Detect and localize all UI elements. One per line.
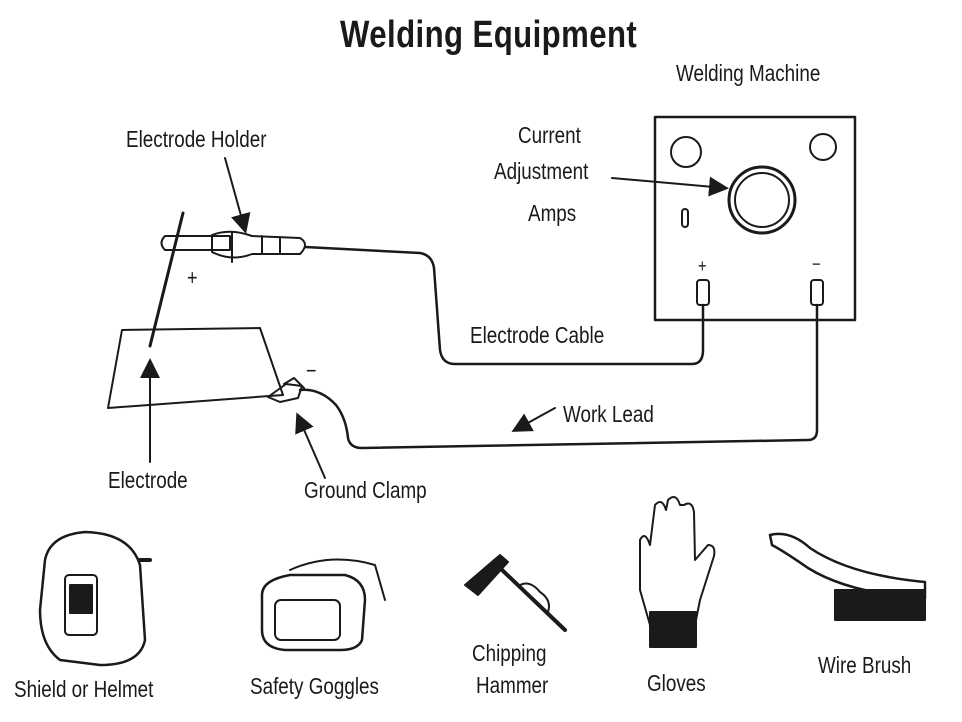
hammer-label: Hammer [476,672,549,698]
welding-machine-label: Welding Machine [676,60,821,86]
plus-sign: + [187,265,198,290]
shield-helmet-icon [38,530,152,667]
gloves-label: Gloves [647,670,706,696]
work-lead-arrow [511,407,556,432]
current-arrow [611,176,729,197]
gloves-icon [639,495,716,648]
negative-terminal [810,279,824,306]
minus-sign: − [306,358,317,383]
switch-icon [681,208,689,228]
welding-machine [653,115,857,322]
positive-terminal [696,279,710,306]
wire-brush-icon [768,532,927,621]
left-dial-icon [670,136,702,168]
chipping-label: Chipping [472,640,547,666]
shield-helmet-label: Shield or Helmet [14,676,154,702]
safety-goggles-icon [260,558,386,652]
safety-goggles-label: Safety Goggles [250,673,379,699]
work-lead [298,303,819,450]
work-piece [107,327,284,409]
electrode-label: Electrode [108,467,188,493]
ground-clamp-arrow [295,412,326,479]
ground-clamp-label: Ground Clamp [304,477,427,503]
ground-clamp [267,377,305,403]
wire-brush-label: Wire Brush [818,652,912,678]
terminal-plus: + [698,256,707,276]
page-title: Welding Equipment [340,14,638,56]
electrode-cable-label: Electrode Cable [470,322,605,348]
right-dial-icon [809,133,837,161]
electrode-rod [148,211,185,348]
chipping-hammer-icon [464,554,567,632]
terminal-minus: − [812,254,821,274]
electrode-cable [303,245,705,366]
current-label: Current [518,122,581,148]
current-adjustment-knob [727,165,797,235]
electrode-holder [160,230,306,263]
adjustment-label: Adjustment [494,158,589,184]
holder-arrow [224,157,251,234]
electrode-holder-label: Electrode Holder [126,126,267,152]
amps-label: Amps [528,200,577,226]
work-lead-label: Work Lead [563,401,654,427]
